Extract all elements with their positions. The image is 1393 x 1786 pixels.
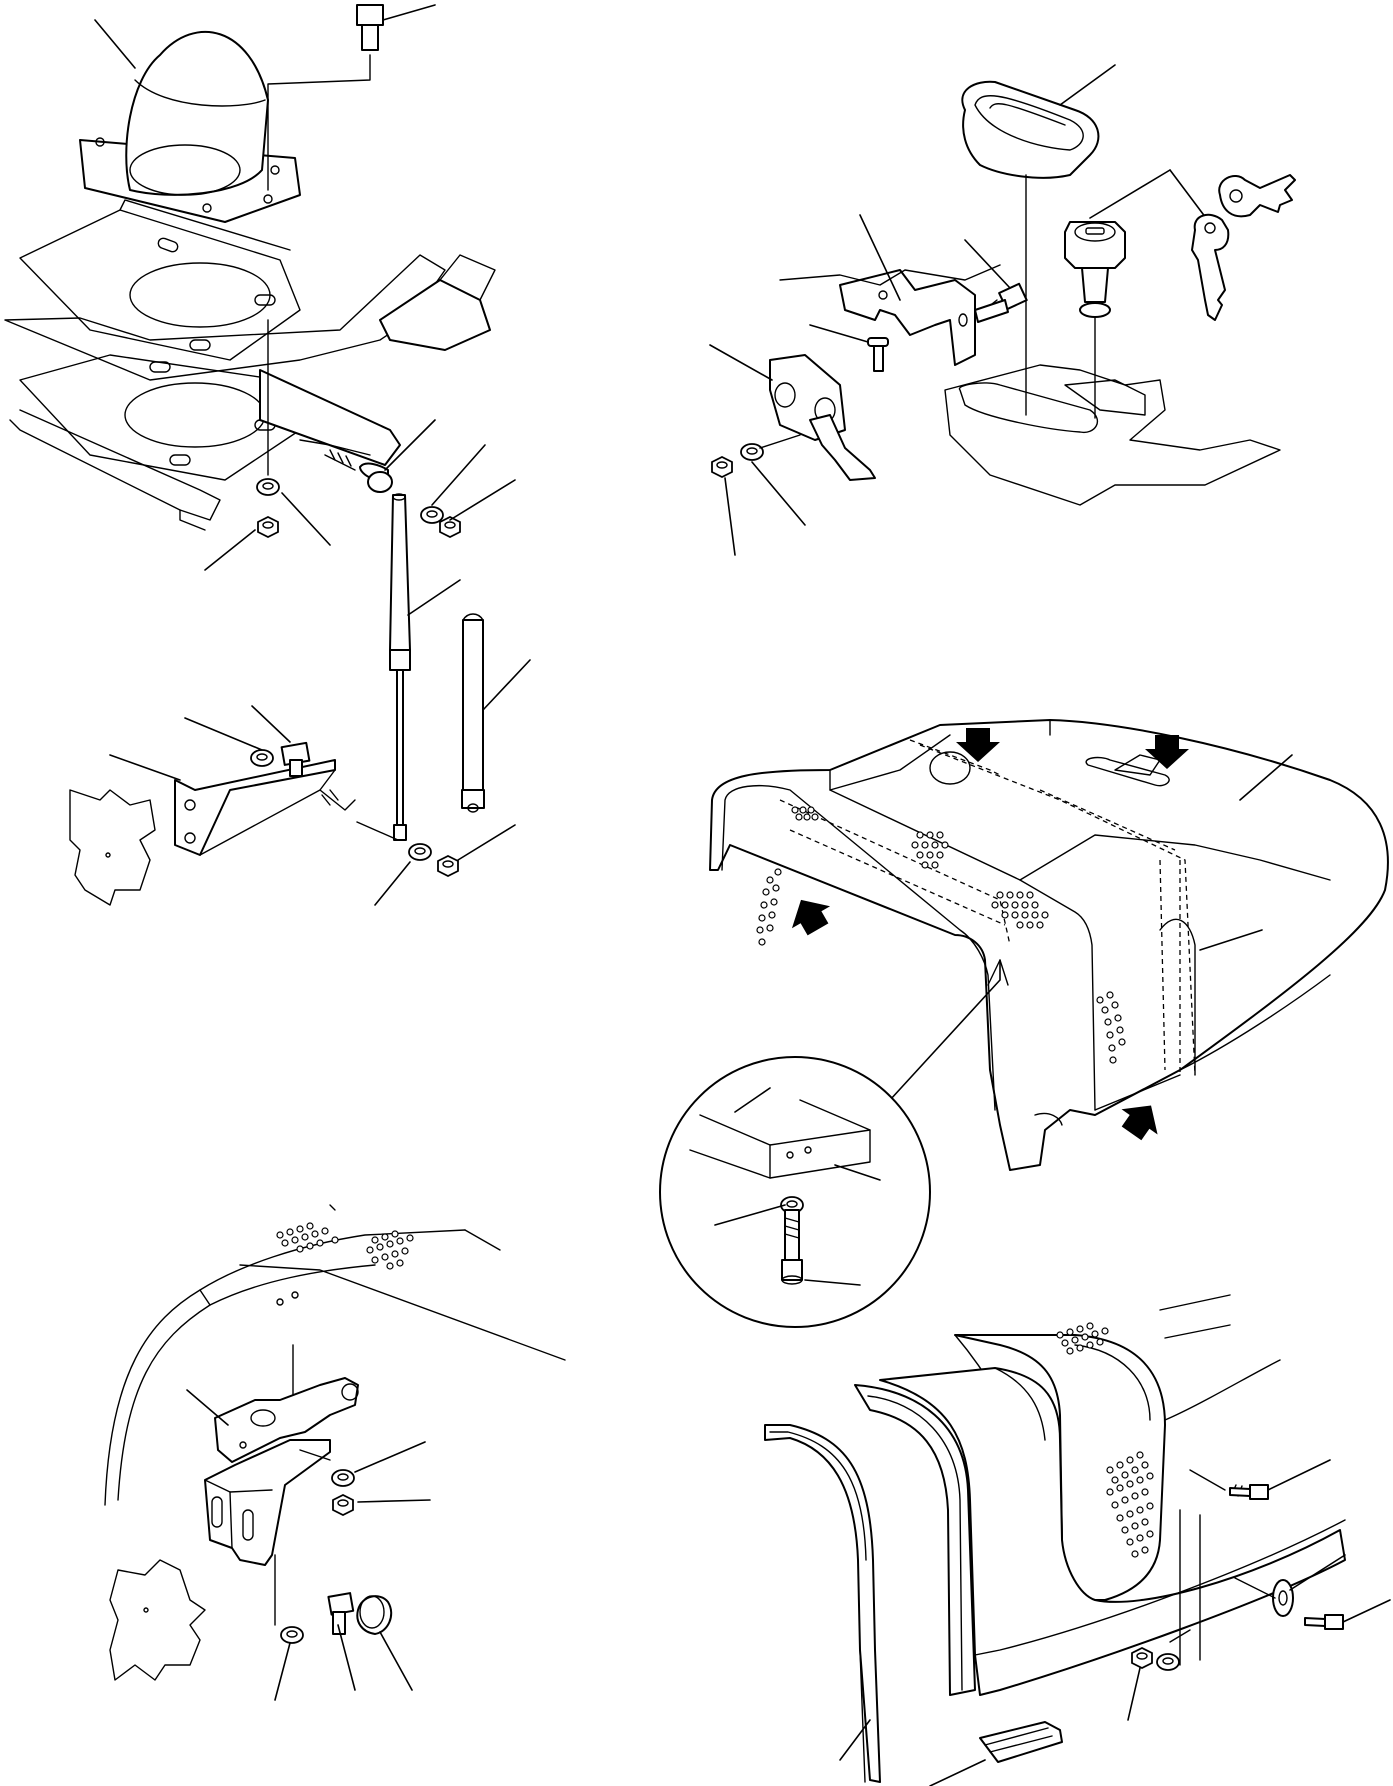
hex-nut — [1131, 1647, 1153, 1669]
key-lower — [1191, 213, 1230, 321]
lock-cylinder — [1064, 221, 1126, 318]
vent-holes — [276, 1222, 414, 1270]
vent-holes — [1056, 1322, 1154, 1558]
hood-stay-rod — [461, 613, 485, 813]
bracket-bolt — [280, 741, 311, 777]
vent-holes — [756, 806, 1126, 1064]
gas-spring — [389, 493, 411, 841]
hood-inner-frame — [779, 739, 1196, 1076]
rubber-washer — [1272, 1579, 1294, 1617]
hex-nut — [332, 1494, 354, 1516]
hinge-bolt — [327, 1592, 355, 1635]
panel-engine-hood-assembly — [659, 719, 1389, 1328]
mount-plate — [109, 1559, 206, 1681]
exhaust-elbow — [79, 30, 301, 223]
washer — [250, 749, 274, 767]
hex-nut — [257, 516, 279, 538]
engine-hood — [709, 719, 1389, 1171]
cover-screw — [1304, 1614, 1344, 1630]
cover-bolt — [1229, 1484, 1269, 1500]
washer — [256, 478, 280, 496]
hood-hinge — [204, 1377, 359, 1566]
gasket-plate-lower — [19, 354, 301, 481]
panel-hood-hinge — [104, 1204, 566, 1701]
oval-grommet — [961, 80, 1100, 179]
striker-screw — [867, 337, 889, 372]
washer — [1156, 1653, 1180, 1671]
rubber-cap — [356, 1595, 393, 1635]
striker-bracket — [779, 264, 1001, 366]
hood-rear-section — [104, 1204, 566, 1506]
hood-deck-section — [944, 364, 1281, 506]
gasket-plate-upper — [19, 199, 301, 361]
flange-bolt — [356, 4, 384, 51]
mount-plate — [69, 789, 156, 906]
panel-exhaust-stack-and-hood-support — [4, 4, 531, 906]
washer — [740, 443, 764, 461]
washer — [408, 843, 432, 861]
washer — [420, 506, 444, 524]
hood-frame-rail — [9, 369, 401, 531]
hex-nut — [711, 456, 733, 478]
cap-screw — [781, 1209, 803, 1285]
hood-top-plate — [4, 254, 496, 381]
side-cover — [879, 1367, 1346, 1696]
panel-hood-lock-and-latch — [709, 64, 1296, 556]
washer — [331, 1469, 355, 1487]
hex-nut — [437, 855, 459, 877]
edge-trim — [764, 1424, 881, 1783]
rubber-seal-strip — [979, 1721, 1063, 1763]
detail-circle — [659, 1056, 931, 1328]
key-upper — [1218, 174, 1296, 218]
front-cover — [854, 1384, 976, 1696]
lower-bracket — [174, 759, 356, 856]
washer — [280, 1626, 304, 1644]
striker-bolt — [974, 282, 1028, 323]
hood-latch — [769, 354, 876, 481]
panel-side-cover-and-trim — [764, 1294, 1391, 1786]
pointer-arrow-icon — [781, 888, 838, 941]
